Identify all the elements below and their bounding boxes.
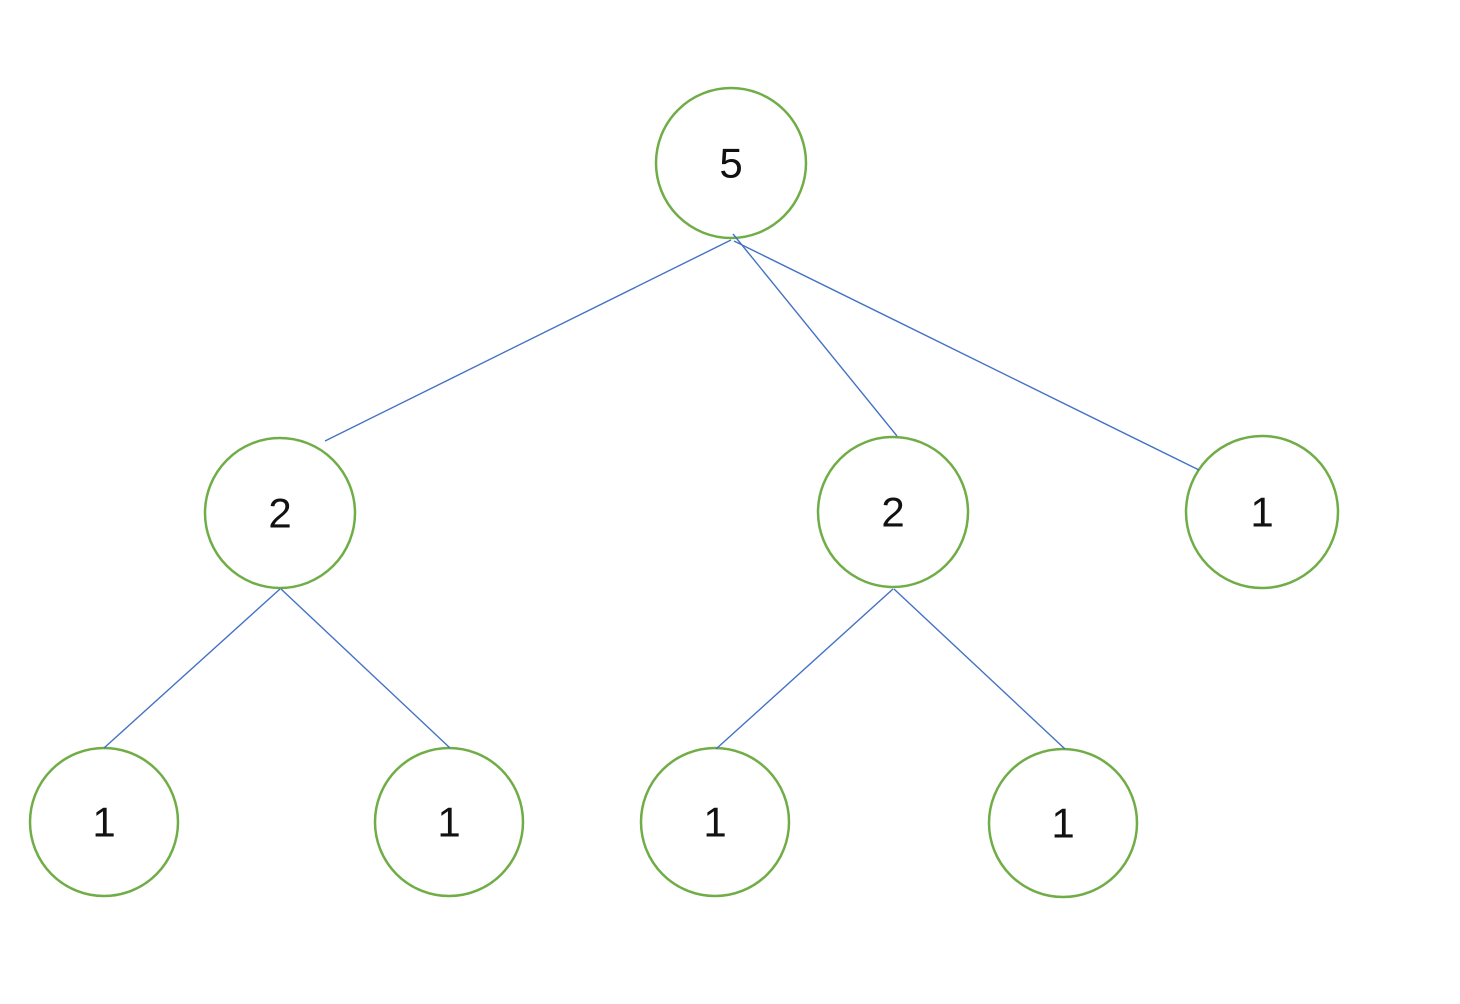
tree-edge-child-left-to-leaf-1 bbox=[103, 588, 281, 749]
tree-node-child-left bbox=[203, 436, 357, 590]
tree-edge-child-mid-to-leaf-4 bbox=[893, 588, 1066, 750]
node-label-child-mid: 2 bbox=[881, 489, 904, 536]
tree-node-root bbox=[654, 86, 808, 240]
tree-node-child-mid bbox=[816, 435, 970, 589]
tree-node-child-right bbox=[1184, 434, 1340, 590]
node-label-child-right: 1 bbox=[1250, 489, 1273, 536]
node-label-leaf-4: 1 bbox=[1051, 800, 1074, 847]
tree-node-leaf-3 bbox=[639, 746, 791, 898]
tree-edge-child-left-to-leaf-2 bbox=[280, 588, 451, 749]
tree-edge-root-to-child-left bbox=[324, 239, 732, 442]
node-label-leaf-2: 1 bbox=[437, 799, 460, 846]
node-label-child-left: 2 bbox=[268, 490, 291, 537]
node-label-root: 5 bbox=[719, 140, 742, 187]
tree-edge-root-to-child-right bbox=[733, 240, 1200, 471]
tree-edge-child-mid-to-leaf-3 bbox=[715, 588, 894, 750]
node-label-leaf-3: 1 bbox=[703, 799, 726, 846]
tree-node-leaf-4 bbox=[987, 747, 1139, 899]
tree-edge-root-to-child-mid bbox=[732, 233, 898, 437]
node-label-leaf-1: 1 bbox=[92, 799, 115, 846]
